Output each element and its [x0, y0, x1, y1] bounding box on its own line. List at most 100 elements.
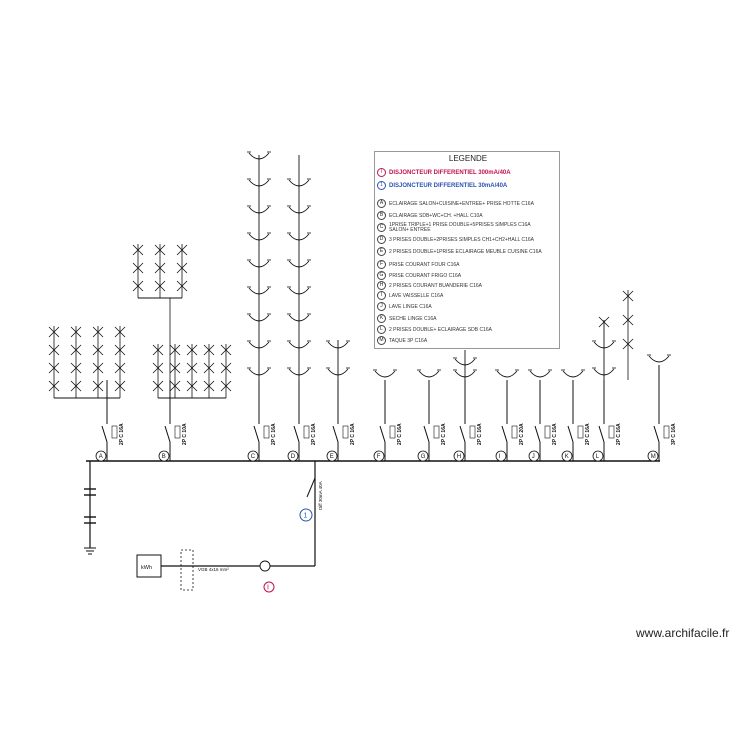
cable-label: VGB 4x16 mm²	[198, 567, 229, 572]
energy-meter-label: kWh	[141, 565, 152, 571]
light-symbol	[152, 344, 164, 356]
legend-text: PRISE COURANT FOUR C16A	[389, 261, 460, 268]
breaker-rating-label: 2P C 16A	[616, 423, 622, 445]
breaker-rating-box	[663, 425, 670, 439]
light-symbol	[92, 344, 104, 356]
main-breaker-label: Diff 30mA 40A	[318, 481, 323, 510]
breaker-rating-box	[303, 425, 310, 439]
circuit-bubble	[247, 450, 259, 462]
light-symbol	[70, 380, 82, 392]
light-symbol	[132, 280, 144, 292]
light-symbol	[176, 244, 188, 256]
socket-symbol	[288, 260, 310, 268]
socket-symbol	[327, 368, 349, 376]
socket-symbol	[248, 341, 270, 349]
breaker-switch	[164, 425, 171, 443]
light-symbol	[114, 362, 126, 374]
breaker-rating-label: 2P C 16A	[441, 423, 447, 445]
breaker-rating-box	[544, 425, 551, 439]
circuit-bubble	[95, 450, 107, 462]
socket-symbol	[327, 341, 349, 349]
breaker-rating-box	[433, 425, 440, 439]
breaker-rating-label: 2P C 16A	[311, 423, 317, 445]
light-symbol	[220, 344, 232, 356]
light-symbol	[114, 380, 126, 392]
main-diff-mark: I	[267, 585, 269, 592]
circuit-bubble-label: K	[565, 454, 569, 460]
breaker-switch	[101, 425, 108, 443]
breaker-rating-box	[174, 425, 181, 439]
light-symbol	[132, 244, 144, 256]
breaker-switch	[423, 425, 430, 443]
circuit-bubble-label: D	[291, 454, 296, 460]
breaker-rating-label: 2P C 16A	[585, 423, 591, 445]
light-symbol	[220, 380, 232, 392]
light-symbol	[154, 280, 166, 292]
circuit-bubble-label: B	[162, 454, 166, 460]
legend-text: DISJONCTEUR DIFFERENTIEL 300mA/40A	[389, 169, 511, 176]
breaker-rating-label: 2P C 16A	[350, 423, 356, 445]
light-symbol	[203, 362, 215, 374]
breaker-rating-label: 2P C 16A	[397, 423, 403, 445]
socket-symbol	[248, 179, 270, 187]
circuit-bubble	[373, 450, 385, 462]
legend-badge: H	[377, 281, 386, 291]
light-symbol	[48, 344, 60, 356]
breaker-rating-box	[608, 425, 615, 439]
light-symbol	[152, 380, 164, 392]
circuit-bubble	[647, 450, 659, 462]
energy-meter	[136, 554, 162, 578]
light-symbol	[70, 362, 82, 374]
socket-symbol	[288, 206, 310, 214]
legend-badge: D	[377, 235, 386, 245]
circuit-bubble-label: H	[457, 454, 461, 460]
light-symbol	[114, 344, 126, 356]
breaker-rating-box	[263, 425, 270, 439]
legend-badge: B	[377, 211, 386, 221]
breaker-rating-box	[511, 425, 518, 439]
main-breaker-bubble	[299, 508, 313, 522]
legend-text: 3 PRISES DOUBLE+2PRISES SIMPLES CH1+CH2+…	[389, 236, 535, 243]
socket-symbol	[374, 370, 396, 378]
circuit-bubble-label: I	[499, 454, 501, 460]
legend-text: LAVE LINGE C16A	[389, 303, 432, 310]
light-symbol	[152, 362, 164, 374]
legend-text: SECHE LINGE C16A	[389, 315, 437, 322]
socket-symbol	[648, 355, 670, 363]
legend-badge: J	[377, 302, 386, 312]
circuit-bubble	[592, 450, 604, 462]
breaker-switch	[332, 425, 339, 443]
socket-symbol	[288, 233, 310, 241]
breaker-rating-label: 2P C 10A	[182, 423, 188, 445]
breaker-rating-label: 2P C 20A	[519, 423, 525, 445]
main-breaker-switch	[306, 477, 316, 498]
light-symbol	[154, 244, 166, 256]
socket-symbol	[288, 341, 310, 349]
light-symbol	[169, 380, 181, 392]
legend-badge: A	[377, 199, 386, 209]
breaker-switch	[253, 425, 260, 443]
circuit-bubble-label: A	[99, 454, 103, 460]
breaker-switch	[567, 425, 574, 443]
legend-text: 2 PRISES COURANT BUANDERIE C16A	[389, 282, 482, 289]
cable-marker	[180, 549, 194, 591]
legend-badge: M	[377, 336, 386, 346]
socket-symbol	[454, 358, 476, 366]
legend-badge: F	[377, 260, 386, 270]
light-symbol	[48, 326, 60, 338]
breaker-switch	[598, 425, 605, 443]
legend-badge: L	[377, 325, 386, 335]
socket-symbol	[248, 314, 270, 322]
main-diff-bubble	[263, 581, 275, 593]
